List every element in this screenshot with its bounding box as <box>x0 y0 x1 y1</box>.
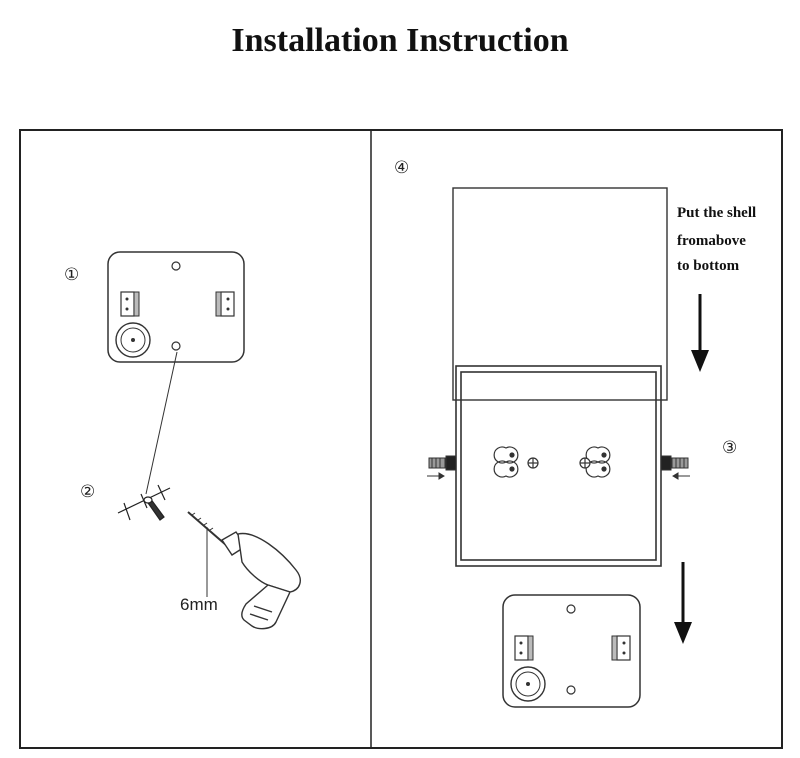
wall-drill-mark <box>117 484 171 521</box>
note-line-2: fromabove <box>677 233 746 249</box>
side-screw-left <box>427 455 457 480</box>
housing-screw-holes <box>493 446 611 478</box>
drill-size-label: 6mm <box>180 595 218 614</box>
drill-icon <box>187 511 301 630</box>
down-arrow-icon-lower <box>674 562 692 644</box>
hole-pointer-line <box>145 351 178 495</box>
note-line-1: Put the shell <box>677 205 756 221</box>
step-4-label: ④ <box>394 158 409 178</box>
mounting-base-plate-left <box>107 251 245 363</box>
outer-frame <box>19 129 783 749</box>
step-3-label: ③ <box>722 438 737 458</box>
step-1-label: ① <box>64 265 79 285</box>
step-2-label: ② <box>80 482 95 502</box>
light-shell <box>452 187 668 401</box>
mounting-base-plate-right <box>502 594 641 708</box>
note-line-3: to bottom <box>677 258 740 274</box>
side-screw-right <box>660 455 690 480</box>
down-arrow-icon <box>691 294 709 372</box>
page-title: Installation Instruction <box>231 22 569 59</box>
